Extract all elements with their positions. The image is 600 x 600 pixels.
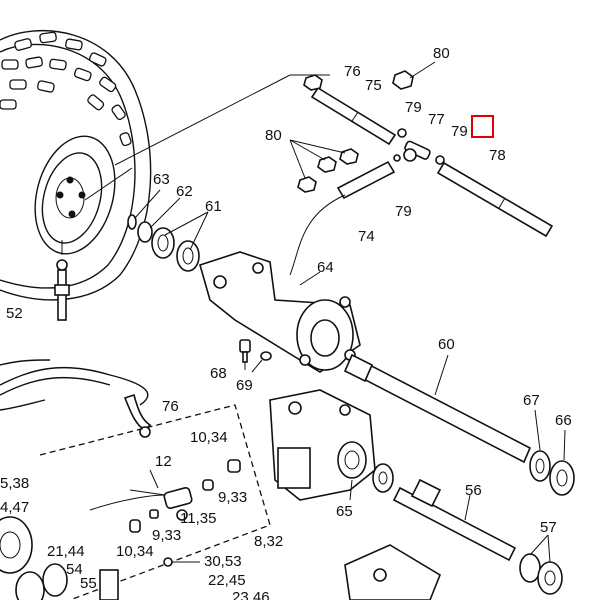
callout-78: 78: [489, 147, 506, 164]
callout-8-32: 8,32: [254, 533, 283, 550]
drive-shaft-60: [343, 353, 532, 464]
callout-4-47: 4,47: [0, 499, 29, 516]
valve-stem-52: [54, 240, 70, 321]
rod-78: [436, 161, 554, 238]
bearings-61-62-63: [127, 214, 200, 272]
highlight-box: [471, 115, 494, 138]
callout-67: 67: [523, 392, 540, 409]
callout-80: 80: [265, 127, 282, 144]
rod-75: [310, 86, 397, 146]
callout-79: 79: [405, 99, 422, 116]
callout-76: 76: [344, 63, 361, 80]
shaft-56: [392, 478, 517, 562]
callout-75: 75: [365, 77, 382, 94]
callout-79: 79: [451, 123, 468, 140]
callout-61: 61: [205, 198, 222, 215]
callout-77: 77: [428, 111, 445, 128]
bearings-66-67: [529, 450, 575, 496]
callout-60: 60: [438, 336, 455, 353]
callout-54: 54: [66, 561, 83, 578]
callout-63: 63: [153, 171, 170, 188]
callout-10-34: 10,34: [190, 429, 228, 446]
callout-5-38: 5,38: [0, 475, 29, 492]
callout-9-33: 9,33: [218, 489, 247, 506]
nuts-80: [297, 70, 414, 193]
callout-57: 57: [540, 519, 557, 536]
callout-69: 69: [236, 377, 253, 394]
final-drive-65: [269, 389, 376, 501]
callout-64: 64: [317, 259, 334, 276]
callout-21-44: 21,44: [47, 543, 85, 560]
callout-79: 79: [395, 203, 412, 220]
bolt-68: [239, 339, 272, 363]
callout-56: 56: [465, 482, 482, 499]
callout-68: 68: [210, 365, 227, 382]
callout-12: 12: [155, 453, 172, 470]
callout-80: 80: [433, 45, 450, 62]
lower-left-hub: [0, 516, 119, 600]
axle-housing-64: [199, 251, 361, 373]
callout-55: 55: [80, 575, 97, 592]
callout-52: 52: [6, 305, 23, 322]
rod-74: [336, 160, 396, 200]
callout-74: 74: [358, 228, 375, 245]
cable-76: [0, 366, 152, 438]
callout-23-46: 23,46: [232, 589, 270, 600]
callout-10-34: 10,34: [116, 543, 154, 560]
callout-30-53: 30,53: [204, 553, 242, 570]
callout-76: 76: [162, 398, 179, 415]
bearings-57: [519, 553, 563, 595]
callout-66: 66: [555, 412, 572, 429]
rear-tire: [0, 29, 152, 301]
callout-9-33: 9,33: [152, 527, 181, 544]
callout-11-35: 11,35: [180, 510, 216, 527]
callout-22-45: 22,45: [208, 572, 246, 589]
callout-62: 62: [176, 183, 193, 200]
callout-65: 65: [336, 503, 353, 520]
brake-assembly: [129, 459, 241, 533]
joint-77: [393, 128, 445, 165]
